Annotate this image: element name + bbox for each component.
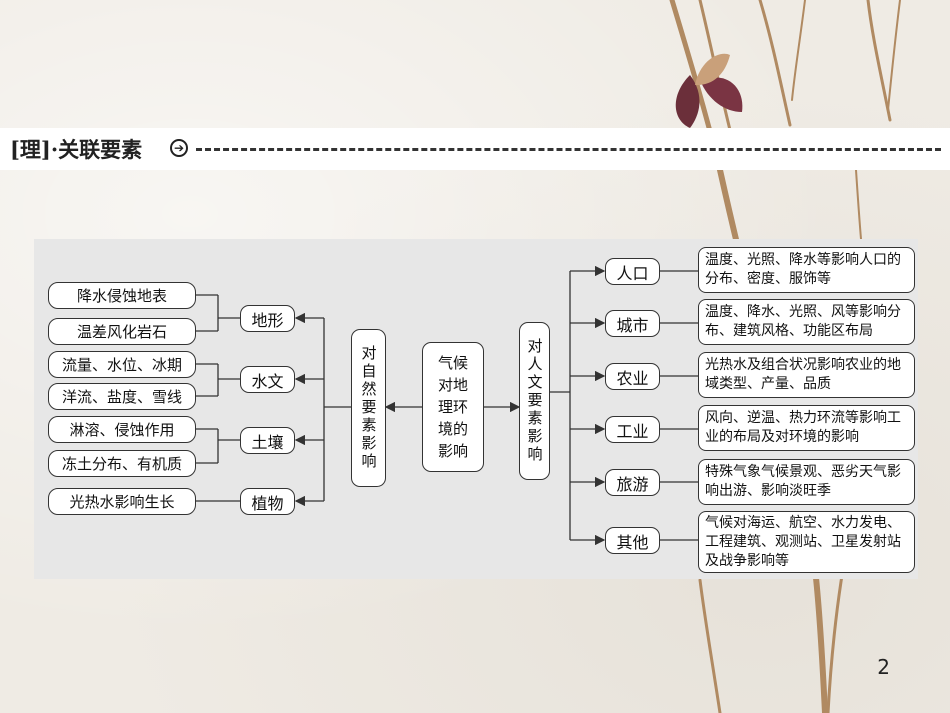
page-number: 2 [877, 655, 890, 679]
natural-element-node: 土壤 [240, 427, 295, 454]
effect-box: 特殊气象气候景观、恶劣天气影响出游、影响淡旺季 [698, 459, 915, 505]
human-element-node: 工业 [605, 416, 660, 443]
effect-box: 风向、逆温、热力环流等影响工业的布局及对环境的影响 [698, 405, 915, 451]
factor-box: 温差风化岩石 [48, 318, 196, 345]
factor-box: 淋溶、侵蚀作用 [48, 416, 196, 443]
factor-box: 光热水影响生长 [48, 488, 196, 515]
human-element-node: 旅游 [605, 469, 660, 496]
factor-box: 流量、水位、冰期 [48, 351, 196, 378]
human-element-node: 农业 [605, 363, 660, 390]
human-element-node: 城市 [605, 310, 660, 337]
arrow-right-icon: ➔ [170, 139, 188, 157]
factor-box: 降水侵蚀地表 [48, 282, 196, 309]
natural-element-node: 植物 [240, 488, 295, 515]
natural-impact-branch: 对自然要素影响 [351, 329, 386, 487]
effect-box: 温度、光照、降水等影响人口的分布、密度、服饰等 [698, 247, 915, 293]
section-title: [理]·关联要素 [10, 137, 143, 162]
human-impact-branch: 对人文要素影响 [519, 322, 550, 480]
header-dashed-divider [196, 148, 941, 151]
factor-box: 洋流、盐度、雪线 [48, 383, 196, 410]
human-element-node: 人口 [605, 258, 660, 285]
factor-box: 冻土分布、有机质 [48, 450, 196, 477]
effect-box: 温度、降水、光照、风等影响分布、建筑风格、功能区布局 [698, 299, 915, 345]
natural-element-node: 地形 [240, 305, 295, 332]
human-element-node: 其他 [605, 527, 660, 554]
effect-box: 光热水及组合状况影响农业的地域类型、产量、品质 [698, 352, 915, 398]
effect-box: 气候对海运、航空、水力发电、工程建筑、观测站、卫星发射站及战争影响等 [698, 511, 915, 573]
center-topic-node: 气候 对地 理环 境的 影响 [422, 342, 484, 472]
natural-element-node: 水文 [240, 366, 295, 393]
